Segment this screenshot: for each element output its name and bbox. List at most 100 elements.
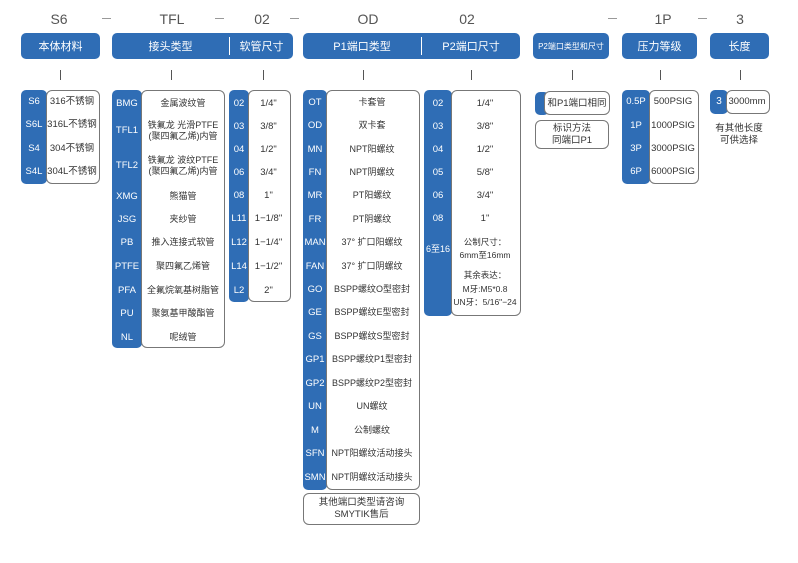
connector-desc: 呢绒管	[169, 332, 197, 342]
p1-desc: BSPP螺纹O型密封	[333, 284, 410, 294]
p1-code: MR	[307, 190, 323, 201]
material-code: S6	[28, 96, 40, 107]
header-p2type: P2端口类型和尺寸	[533, 33, 609, 59]
connector-desc: 推入连接式软管	[151, 237, 215, 247]
hose-code: 03	[233, 121, 245, 132]
hose-code: L14	[231, 261, 247, 272]
material-desc: 316不锈钢	[49, 96, 95, 107]
material-desc-column	[46, 90, 100, 184]
p1-desc: 双卡套	[358, 120, 386, 130]
p2-code: 04	[432, 144, 444, 155]
top-dash	[102, 18, 111, 19]
pressure-code: 6P	[630, 166, 642, 177]
hose-desc: 1−1/2"	[254, 261, 283, 272]
connector-desc: 熊猫管	[169, 191, 197, 201]
hose-code: 02	[233, 98, 245, 109]
length-code-text: 3	[716, 96, 722, 107]
p1-note-text: 其他端口类型请咨询 SMYTIK售后	[318, 497, 405, 520]
connector-code: TFL2	[115, 160, 139, 171]
connector-code: PFA	[118, 285, 136, 296]
p1-desc: NPT阴螺纹	[349, 167, 395, 177]
p1-code: GO	[307, 284, 323, 295]
p2-code-6to16: 6至16	[425, 244, 451, 254]
header-material: 本体材料	[21, 33, 100, 59]
hose-code: L11	[231, 213, 247, 224]
material-code: S4	[28, 143, 40, 154]
p1-code: MAN	[304, 237, 326, 248]
pressure-desc: 1000PSIG	[651, 120, 695, 131]
material-desc: 316L不锈钢	[47, 119, 97, 130]
p2-code: 02	[432, 98, 444, 109]
hose-code: 06	[233, 167, 245, 178]
hose-code: 08	[233, 190, 245, 201]
p1-code: SMN	[304, 472, 326, 483]
p1-note: 其他端口类型请咨询 SMYTIK售后	[303, 493, 420, 525]
tick	[660, 70, 661, 80]
p2type-desc	[544, 91, 610, 115]
p1-desc: 卡套管	[358, 97, 386, 107]
connector-desc-column	[141, 90, 225, 348]
top-code-p2: 02	[459, 11, 475, 27]
top-dash	[608, 18, 617, 19]
connector-desc: 铁氟龙 波纹PTFE (聚四氟乙烯)内管	[147, 155, 219, 176]
p1-desc: BSPP螺纹P2型密封	[331, 378, 413, 388]
hose-desc-column	[248, 90, 291, 302]
tick	[740, 70, 741, 80]
p1-code: UN	[308, 401, 322, 412]
top-dash	[290, 18, 299, 19]
top-code-material: S6	[50, 11, 68, 27]
length-note: 有其他长度 可供选择	[708, 122, 770, 148]
p2type-note: 标识方法 同端口P1	[535, 120, 609, 149]
p2-other-title: 其余表达：	[463, 270, 507, 280]
top-code-length: 3	[736, 11, 744, 27]
p2-desc: 1/4"	[476, 98, 494, 109]
hose-desc: 1/2"	[260, 144, 277, 155]
pressure-code: 1P	[630, 120, 642, 131]
connector-code: PB	[120, 237, 134, 248]
header-hose: 软管尺寸	[239, 41, 284, 53]
length-desc	[726, 90, 770, 114]
p1-desc: PT阴螺纹	[352, 214, 392, 224]
hose-desc: 1−1/8"	[254, 213, 283, 224]
header-connector: 接头类型	[148, 41, 193, 53]
tick	[171, 70, 172, 80]
length-note-text: 有其他长度 可供选择	[715, 123, 763, 146]
connector-desc: 聚氨基甲酸酯管	[151, 308, 215, 318]
connector-desc: 金属波纹管	[160, 98, 206, 108]
connector-code: BMG	[116, 98, 138, 109]
p1-desc-column	[326, 90, 420, 490]
hose-desc: 1/4"	[260, 98, 277, 109]
connector-code: PU	[120, 308, 134, 319]
header-p2: P2端口尺寸	[442, 41, 500, 53]
pressure-code-column	[622, 90, 650, 184]
p1-code: FR	[308, 214, 322, 225]
top-code-connector: TFL	[159, 11, 185, 27]
top-code-pressure: 1P	[654, 11, 672, 27]
p2-code-column	[424, 90, 452, 316]
p2-desc: 1/2"	[476, 144, 494, 155]
header-p1: P1端口类型	[333, 41, 391, 53]
connector-desc: 夹纱管	[169, 214, 197, 224]
pressure-desc: 6000PSIG	[651, 166, 695, 177]
header-divider	[229, 37, 230, 55]
material-code: S4L	[25, 166, 43, 177]
connector-desc: 铁氟龙 光滑PTFE (聚四氟乙烯)内管	[147, 120, 219, 141]
p1-desc: BSPP螺纹E型密封	[334, 307, 410, 317]
p1-code: M	[311, 425, 319, 436]
hose-desc: 3/8"	[260, 121, 277, 132]
top-dash	[215, 18, 224, 19]
connector-desc: 聚四氟乙烯管	[155, 261, 210, 271]
p1-code: GS	[308, 331, 322, 342]
p1-code: OD	[307, 120, 323, 131]
p2-other-m: M牙:M5*0.8	[462, 284, 508, 294]
material-desc: 304L不锈钢	[47, 166, 97, 177]
hose-desc: 1−1/4"	[254, 237, 283, 248]
p1-code-column	[303, 90, 327, 490]
connector-code: PTFE	[114, 261, 140, 272]
length-desc-text: 3000mm	[728, 96, 766, 107]
p2-metric-title: 公制尺寸：	[463, 237, 507, 247]
p2-code: 05	[432, 167, 444, 178]
p1-desc: NPT阳螺纹	[349, 144, 395, 154]
p2-code: 08	[432, 213, 444, 224]
p2-code: 06	[432, 190, 444, 201]
